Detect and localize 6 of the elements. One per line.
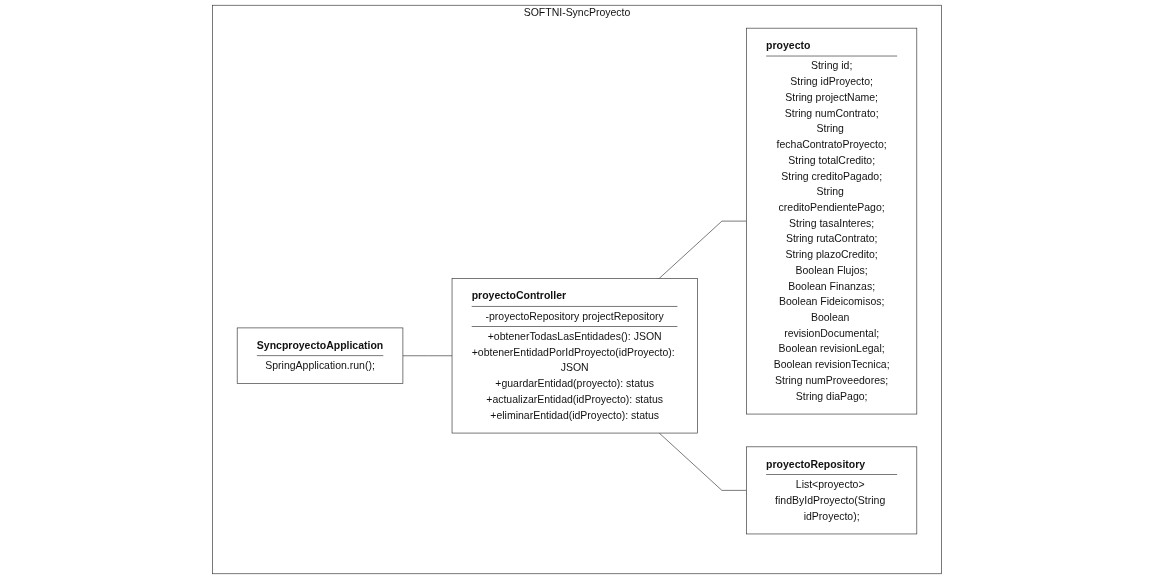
node-box: SyncproyectoApplication SpringApplication.run();: [236, 327, 404, 384]
node-box: proyectoController -proyectoRepository projectRepository +obtenerTodasLasEntidades(): JSON +obtenerEntidadPorIdProyecto(idProyecto): JSON +guardarEntidad(proyecto): status +actualizarEntidad(idProyecto): status +eliminarEntidad(idProyecto): status: [451, 278, 698, 434]
connector: [402, 355, 453, 357]
connector: [658, 432, 747, 491]
node-box: proyectoRepository List<proyecto> findByIdProyecto(String idProyecto);: [746, 446, 918, 535]
node-box: proyecto String id; String idProyecto; String projectName; String numContrato; String fechaContratoProyecto; String totalCredito; String creditoPagado; String creditoPendientePago; String tasaInteres; String rutaContrato; String plazoCredito; Boolean Flujos; Boolean Finanzas; Boolean Fideicomisos; Boolean revisionDocumental; Boolean revisionLegal; Boolean revisionTecnica; String numProveedores; String diaPago;: [746, 27, 918, 415]
